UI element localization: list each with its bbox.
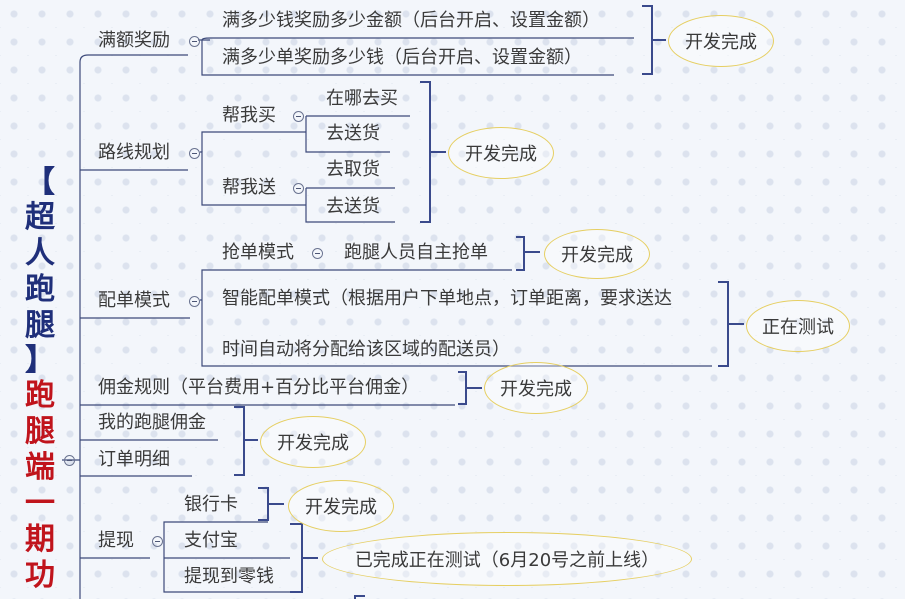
withdraw-alipay[interactable]: 支付宝 — [184, 530, 238, 551]
root-title-char: 腿 — [25, 308, 55, 343]
collapse-icon[interactable] — [293, 111, 304, 122]
dispatch-smart-line2[interactable]: 时间自动将分配给该区域的配送员） — [222, 339, 510, 360]
branch-commission[interactable]: 佣金规则（平台费用+百分比平台佣金） — [98, 377, 420, 398]
collapse-icon[interactable] — [312, 248, 323, 259]
branch-dispatch[interactable]: 配单模式 — [98, 290, 170, 311]
status-badge: 开发完成 — [668, 15, 774, 67]
root-title-char: 】 — [25, 343, 55, 378]
branch-route[interactable]: 路线规划 — [98, 142, 170, 163]
collapse-icon[interactable] — [152, 536, 163, 547]
dispatch-smart-line1[interactable]: 智能配单模式（根据用户下单地点，订单距离，要求送达 — [222, 288, 672, 309]
withdraw-bank[interactable]: 银行卡 — [184, 494, 238, 515]
status-badge: 正在测试 — [746, 300, 850, 352]
full-reward-item[interactable]: 满多少钱奖励多少金额（后台开启、设置金额） — [222, 10, 600, 31]
dispatch-grab[interactable]: 抢单模式 — [222, 242, 294, 263]
root-title-char: 跑 — [25, 378, 55, 413]
root-title-char: 跑 — [25, 272, 55, 307]
root-title-char: 腿 — [25, 414, 55, 449]
route-item[interactable]: 去送货 — [326, 123, 380, 144]
status-badge: 开发完成 — [448, 127, 554, 179]
root-title-char: 端 — [25, 450, 55, 485]
branch-order-detail[interactable]: 订单明细 — [98, 449, 170, 470]
route-help-send[interactable]: 帮我送 — [222, 177, 276, 198]
collapse-icon[interactable] — [189, 296, 200, 307]
root-title-char: 人 — [25, 236, 55, 271]
status-badge: 开发完成 — [484, 362, 588, 414]
status-badge: 已完成正在测试（6月20号之前上线） — [322, 532, 692, 586]
route-help-buy[interactable]: 帮我买 — [222, 105, 276, 126]
collapse-icon[interactable] — [189, 148, 200, 159]
collapse-icon[interactable] — [64, 455, 75, 466]
root-title-char: 期 — [25, 522, 55, 557]
route-item[interactable]: 去取货 — [326, 159, 380, 180]
collapse-icon[interactable] — [189, 36, 200, 47]
root-title-char: 一 — [25, 486, 55, 521]
status-badge: 开发完成 — [544, 229, 650, 279]
root-title-char: 超 — [25, 200, 55, 235]
status-badge: 开发完成 — [260, 416, 366, 468]
root-title-char: 【 — [25, 165, 55, 200]
full-reward-item[interactable]: 满多少单奖励多少钱（后台开启、设置金额） — [222, 47, 582, 68]
dispatch-grab-detail[interactable]: 跑腿人员自主抢单 — [344, 242, 488, 263]
branch-full-reward[interactable]: 满额奖励 — [98, 30, 170, 51]
branch-withdraw[interactable]: 提现 — [98, 530, 134, 551]
status-badge: 开发完成 — [288, 480, 394, 532]
branch-my-commission[interactable]: 我的跑腿佣金 — [98, 412, 206, 433]
route-item[interactable]: 在哪去买 — [326, 88, 398, 109]
route-item[interactable]: 去送货 — [326, 196, 380, 217]
collapse-icon[interactable] — [293, 183, 304, 194]
root-title-char: 功 — [25, 558, 55, 593]
root-title: 【超人跑腿】跑腿端一期功 — [18, 166, 62, 594]
withdraw-wallet[interactable]: 提现到零钱 — [184, 566, 274, 587]
